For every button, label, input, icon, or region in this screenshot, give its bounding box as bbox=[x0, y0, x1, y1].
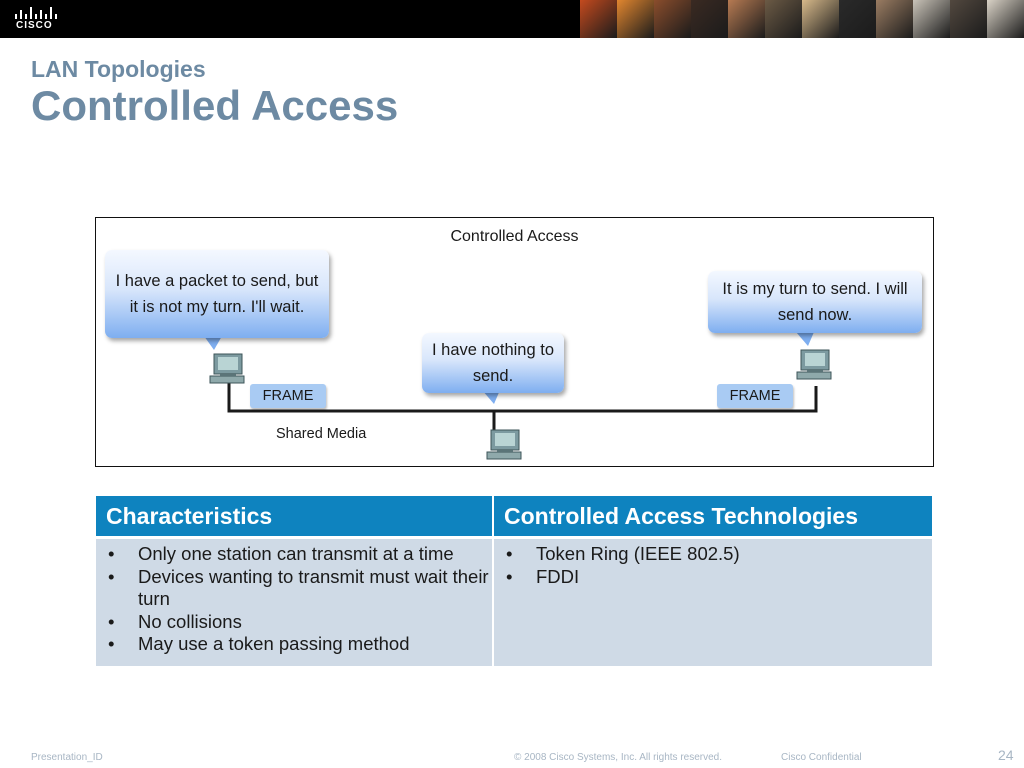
cisco-logo-icon bbox=[15, 7, 57, 19]
diagram-title: Controlled Access bbox=[450, 228, 579, 245]
right-speech-bubble: It is my turn to send. I will send now. bbox=[708, 271, 922, 333]
left-frame-label: FRAME bbox=[250, 384, 326, 408]
page-number: 24 bbox=[998, 747, 1014, 763]
footer-copyright: © 2008 Cisco Systems, Inc. All rights re… bbox=[514, 752, 723, 763]
list-item: Devices wanting to transmit must wait th… bbox=[104, 566, 492, 611]
header-photo bbox=[728, 0, 765, 38]
header-photo bbox=[617, 0, 654, 38]
header-photo bbox=[913, 0, 950, 38]
header-bar: CISCO bbox=[0, 0, 1024, 38]
header-photo bbox=[765, 0, 802, 38]
left-speech-bubble: I have a packet to send, but it is not m… bbox=[105, 250, 329, 338]
list-item: Token Ring (IEEE 802.5) bbox=[502, 543, 932, 566]
left-bubble-tail bbox=[204, 336, 222, 350]
header-photo bbox=[691, 0, 728, 38]
right-bubble-tail bbox=[796, 332, 814, 346]
shared-media-label: Shared Media bbox=[276, 426, 367, 442]
list-item: Only one station can transmit at a time bbox=[104, 543, 492, 566]
list-item: No collisions bbox=[104, 611, 492, 634]
right-computer-icon bbox=[796, 349, 832, 380]
list-item: May use a token passing method bbox=[104, 633, 492, 656]
characteristics-list: Only one station can transmit at a time … bbox=[104, 543, 492, 656]
shared-media-line bbox=[227, 361, 818, 413]
slide-title: Controlled Access bbox=[31, 82, 399, 129]
cisco-logo-text: CISCO bbox=[16, 20, 53, 31]
middle-speech-bubble: I have nothing to send. bbox=[422, 333, 564, 393]
header-photo bbox=[950, 0, 987, 38]
header-photo bbox=[580, 0, 617, 38]
table-header-technologies: Controlled Access Technologies bbox=[494, 496, 932, 536]
header-photo bbox=[802, 0, 839, 38]
network-lines bbox=[204, 332, 832, 460]
technologies-cell: Token Ring (IEEE 802.5) FDDI bbox=[494, 539, 932, 666]
controlled-access-diagram: Controlled Access I have a packet to sen… bbox=[95, 217, 934, 467]
right-frame-label: FRAME bbox=[717, 384, 793, 408]
middle-computer-icon bbox=[486, 429, 522, 460]
table-header-characteristics: Characteristics bbox=[96, 496, 492, 536]
header-photo bbox=[987, 0, 1024, 38]
technologies-list: Token Ring (IEEE 802.5) FDDI bbox=[502, 543, 932, 588]
characteristics-cell: Only one station can transmit at a time … bbox=[96, 539, 492, 666]
header-photo bbox=[654, 0, 691, 38]
middle-bubble-tail bbox=[482, 390, 500, 404]
left-computer-icon bbox=[209, 353, 245, 384]
header-photo bbox=[839, 0, 876, 38]
footer-confidential: Cisco Confidential bbox=[781, 752, 862, 763]
footer-presentation-id: Presentation_ID bbox=[31, 752, 103, 763]
header-photo-strip bbox=[580, 0, 1024, 38]
slide-subtitle: LAN Topologies bbox=[31, 56, 206, 82]
header-photo bbox=[876, 0, 913, 38]
list-item: FDDI bbox=[502, 566, 932, 589]
